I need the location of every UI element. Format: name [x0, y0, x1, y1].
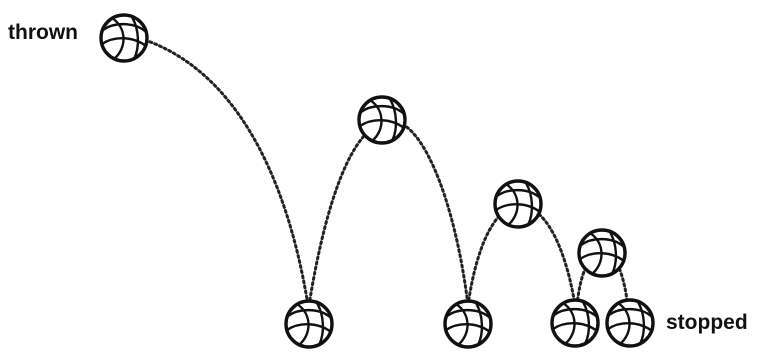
start-label: thrown [8, 22, 78, 43]
basketball-icon [445, 301, 491, 347]
basketball-icon [607, 300, 653, 346]
basketball-icon [495, 181, 541, 227]
basketball-icon [286, 301, 332, 347]
basketball-icon [101, 15, 147, 61]
basketball-icon [359, 97, 405, 143]
bounce-path-2 [309, 121, 468, 305]
basketball-icon [579, 230, 625, 276]
end-label: stopped [666, 312, 748, 333]
bounce-path-1 [145, 40, 308, 305]
basketball-icon [552, 300, 598, 346]
